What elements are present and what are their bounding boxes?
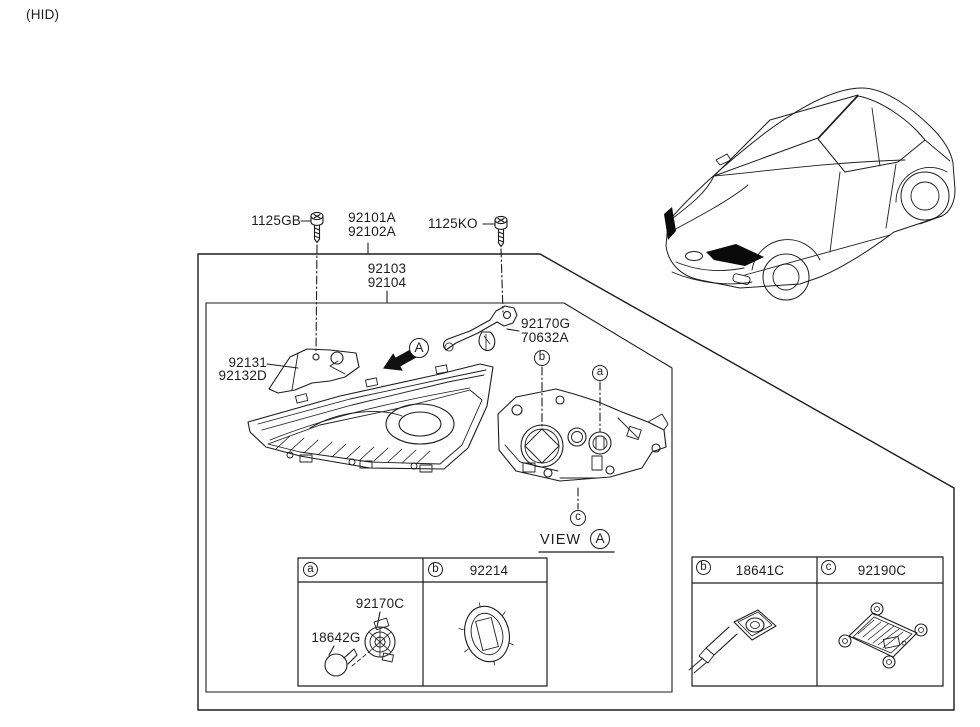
view-ref-callout: A: [590, 529, 610, 549]
callout-a: a: [592, 365, 608, 381]
assembly-centerlines: [315, 244, 601, 510]
table-left-callout-a: a: [303, 562, 318, 577]
view-label: VIEW: [540, 532, 582, 548]
part-label-70632a: 70632A: [521, 330, 569, 345]
leader-lines: [266, 220, 615, 656]
part-label-92170g: 92170G: [521, 316, 571, 331]
lens-hatching: [275, 435, 431, 465]
table-left-partno-92214: 92214: [469, 563, 509, 578]
inner-section-box: [205, 302, 673, 693]
bulb-18642g-drawing: [324, 648, 358, 677]
dust-cap-92214-drawing: [458, 602, 514, 666]
table-left-callout-b: b: [428, 562, 443, 577]
ballast-92190c-drawing: [838, 602, 928, 669]
hid-bulb-18641c-drawing: [688, 609, 777, 674]
car-illustration: [664, 87, 956, 301]
ballast-hatching: [857, 619, 904, 649]
part-label-92101a: 92101A: [348, 210, 396, 225]
page-variant-label: (HID): [26, 7, 60, 22]
part-label-92103: 92103: [367, 261, 407, 276]
protector-panel-drawing: [268, 348, 360, 394]
car-headlamp-highlight: [664, 207, 764, 266]
part-label-92104: 92104: [367, 275, 407, 290]
callout-b: b: [534, 350, 550, 366]
table-right-partno-92190c: 92190C: [857, 563, 907, 578]
part-label-92170c: 92170C: [355, 596, 405, 611]
bolt-1125ko-icon: [494, 215, 508, 248]
table-right-callout-b: b: [696, 560, 711, 575]
part-label-92102a: 92102A: [348, 224, 396, 239]
bolt-1125gb-icon: [310, 211, 324, 244]
table-right-callout-c: c: [821, 560, 836, 575]
part-label-92132d: 92132D: [218, 368, 267, 383]
right-parts-table-grid: [691, 556, 944, 687]
bracket-drawing: [443, 305, 518, 352]
left-parts-table-grid: [297, 557, 548, 687]
headlamp-rear-view-drawing: [497, 388, 669, 482]
part-label-1125ko: 1125KO: [428, 216, 478, 231]
callout-c: c: [570, 510, 586, 526]
arrow-view-ref-callout: A: [409, 338, 429, 358]
socket-92170c-drawing: [351, 617, 396, 667]
view-direction-arrow: [383, 347, 419, 371]
outer-section-box: [197, 253, 955, 711]
headlamp-front-view-drawing: [247, 363, 494, 473]
part-label-1125gb: 1125GB: [251, 213, 301, 228]
part-label-92131: 92131: [228, 355, 267, 370]
lamp-mount-tabs: [286, 364, 449, 473]
part-label-18642g: 18642G: [311, 630, 361, 645]
table-right-partno-18641c: 18641C: [735, 563, 785, 578]
